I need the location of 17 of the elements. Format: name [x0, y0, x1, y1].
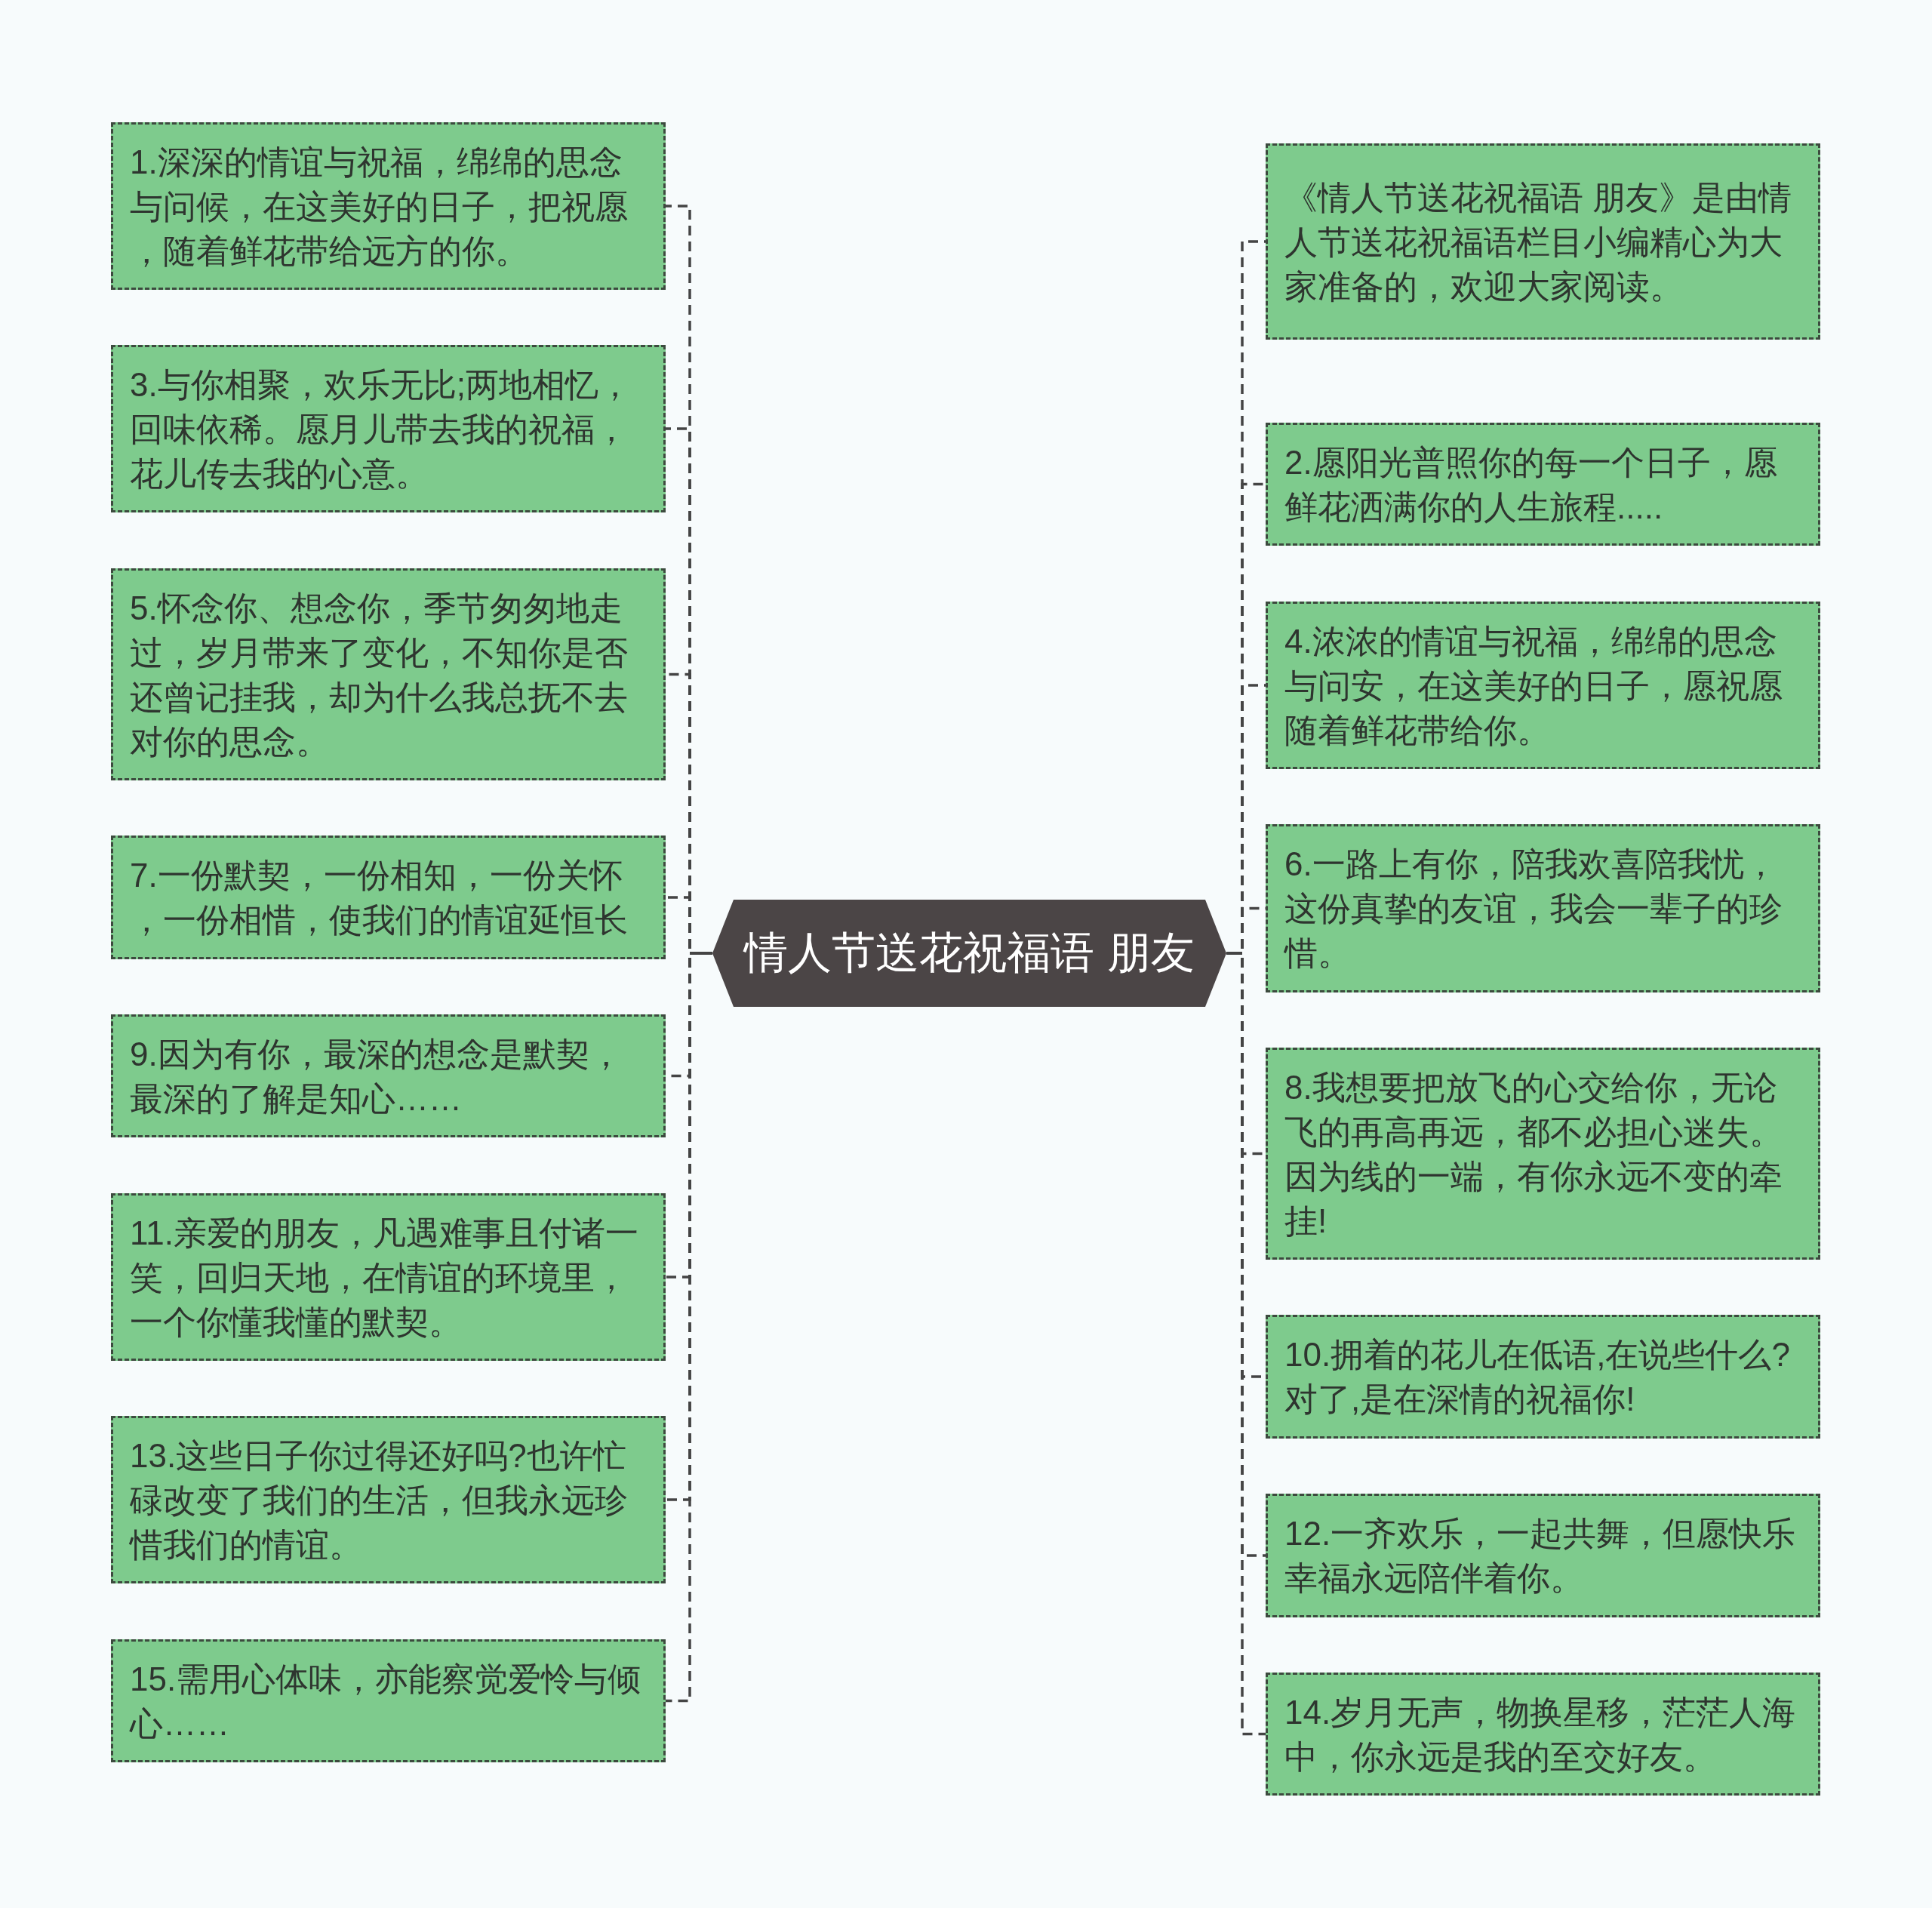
text-box: 1.深深的情谊与祝福，绵绵的思念与问候，在这美好的日子，把祝愿，随着鲜花带给远方的你。 [111, 122, 666, 290]
text-box: 8.我想要把放飞的心交给你，无论飞的再高再远，都不必担心迷失。因为线的一端，有你永远不变的牵挂! [1266, 1048, 1820, 1260]
text-box: 14.岁月无声，物换星移，茫茫人海中，你永远是我的至交好友。 [1266, 1673, 1820, 1796]
text-box: 15.需用心体味，亦能察觉爱怜与倾心…… [111, 1639, 666, 1762]
text-box: 7.一份默契，一份相知，一份关怀，一份相惜，使我们的情谊延恒长 [111, 836, 666, 959]
text-box: 5.怀念你、想念你，季节匆匆地走过，岁月带来了变化，不知你是否还曾记挂我，却为什么我总抚不去对你的思念。 [111, 568, 666, 780]
text-box: 4.浓浓的情谊与祝福，绵绵的思念与问安，在这美好的日子，愿祝愿随着鲜花带给你。 [1266, 602, 1820, 769]
text-box: 13.这些日子你过得还好吗?也许忙碌改变了我们的生活，但我永远珍惜我们的情谊。 [111, 1416, 666, 1583]
text-box: 6.一路上有你，陪我欢喜陪我忧，这份真挚的友谊，我会一辈子的珍惜。 [1266, 824, 1820, 992]
text-box: 11.亲爱的朋友，凡遇难事且付诸一笑，回归天地，在情谊的环境里，一个你懂我懂的默契。 [111, 1193, 666, 1361]
text-box: 9.因为有你，最深的想念是默契，最深的了解是知心…… [111, 1014, 666, 1137]
text-box: 2.愿阳光普照你的每一个日子，愿鲜花洒满你的人生旅程..... [1266, 423, 1820, 546]
text-box: 10.拥着的花儿在低语,在说些什么?对了,是在深情的祝福你! [1266, 1315, 1820, 1439]
text-box: 12.一齐欢乐，一起共舞，但愿快乐幸福永远陪伴着你。 [1266, 1494, 1820, 1617]
topic-hexagon: 情人节送花祝福语 朋友 [712, 900, 1226, 1007]
text-box: 3.与你相聚，欢乐无比;两地相忆，回味依稀。愿月儿带去我的祝福，花儿传去我的心意。 [111, 345, 666, 512]
text-box: 《情人节送花祝福语 朋友》是由情人节送花祝福语栏目小编精心为大家准备的，欢迎大家阅读。 [1266, 143, 1820, 340]
